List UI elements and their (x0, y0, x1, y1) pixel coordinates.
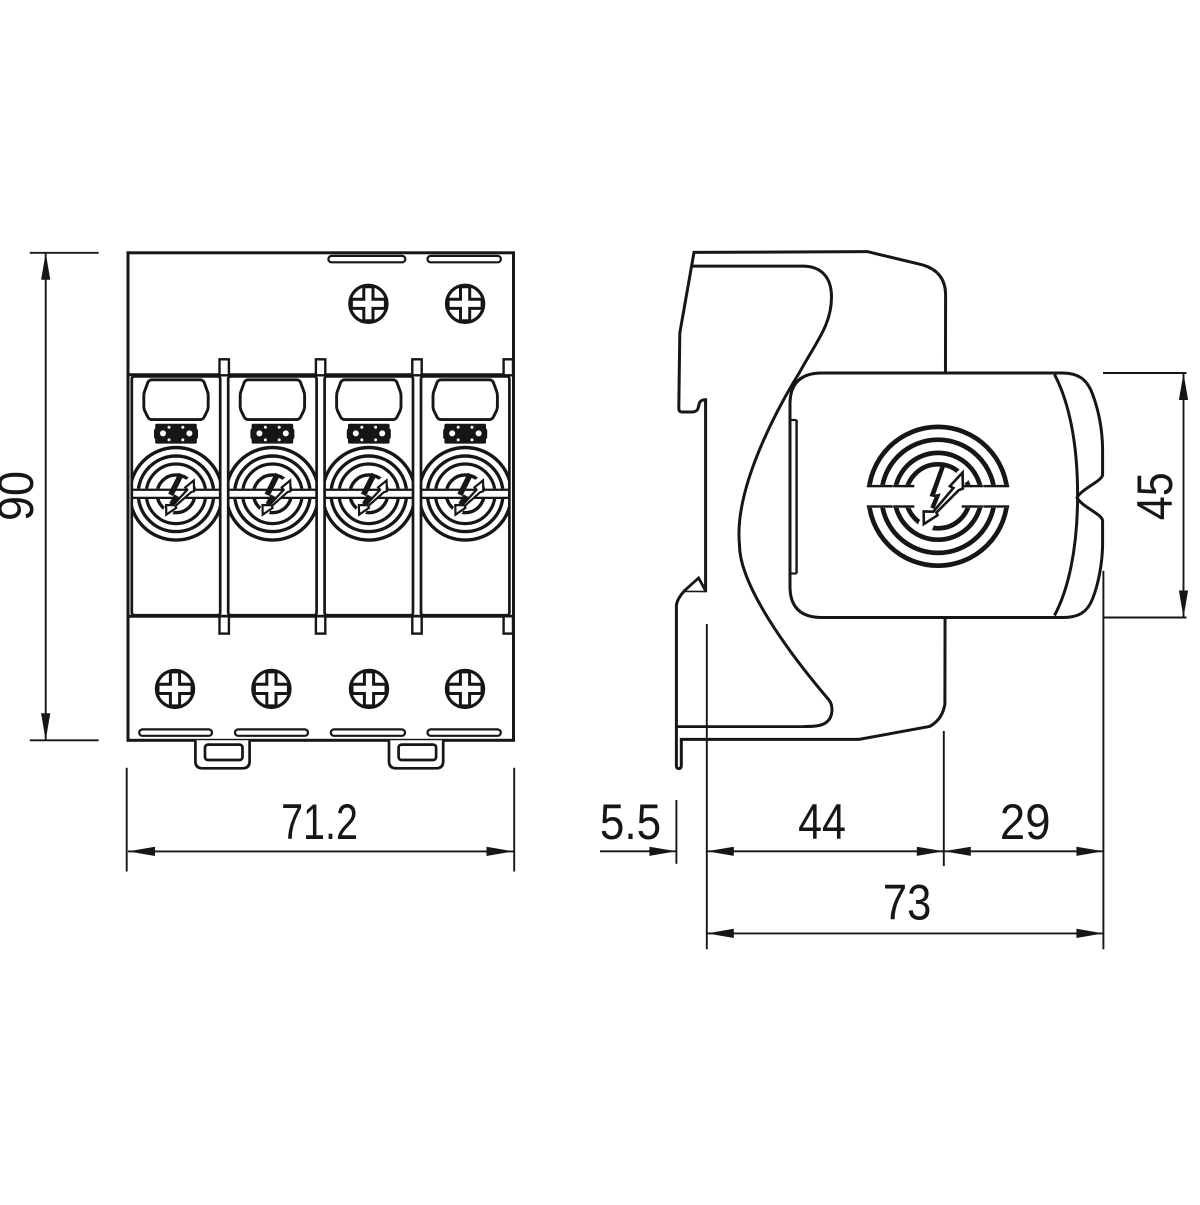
svg-text:90: 90 (0, 471, 45, 521)
svg-text:45: 45 (1127, 472, 1183, 520)
svg-text:73: 73 (883, 875, 931, 930)
svg-text:44: 44 (798, 794, 846, 850)
svg-text:5.5: 5.5 (600, 793, 661, 849)
svg-text:71.2: 71.2 (281, 794, 358, 851)
svg-text:29: 29 (1000, 795, 1051, 850)
